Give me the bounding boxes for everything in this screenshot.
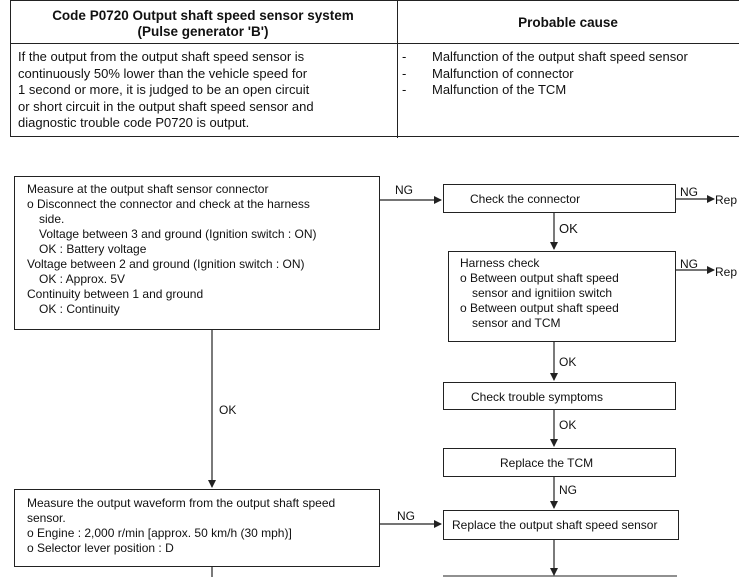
- measure-waveform-box: Measure the output waveform from the out…: [14, 489, 380, 567]
- harness-check-box: Harness check o Between output shaft spe…: [448, 251, 676, 342]
- description-line: If the output from the output shaft spee…: [18, 49, 305, 64]
- ok-label: OK: [559, 221, 578, 236]
- header-code-line1: Code P0720 Output shaft speed sensor sys…: [52, 8, 354, 23]
- replace-sensor-label: Replace the output shaft speed sensor: [452, 518, 658, 532]
- ok-label: OK: [219, 403, 237, 417]
- check-connector-box: Check the connector: [443, 184, 676, 213]
- bullet-dash: -: [402, 49, 407, 64]
- bullet-dash: -: [402, 82, 407, 97]
- table-row-divider: [11, 43, 739, 44]
- measure-connector-line: o Disconnect the connector and check at …: [27, 197, 310, 211]
- replace-tcm-label: Replace the TCM: [500, 456, 594, 470]
- repair-label: Rep: [715, 265, 738, 279]
- table-column-divider: [397, 1, 398, 138]
- check-trouble-label: Check trouble symptoms: [471, 390, 604, 404]
- cause-item: - Malfunction of the output shaft speed s…: [396, 49, 688, 66]
- measure-connector-line: Voltage between 2 and ground (Ignition s…: [27, 257, 305, 271]
- cause-item: - Malfunction of the TCM: [396, 82, 688, 99]
- check-trouble-box: Check trouble symptoms: [443, 382, 676, 410]
- ng-label: NG: [680, 185, 698, 199]
- ok-label: OK: [559, 355, 577, 369]
- replace-tcm-box: Replace the TCM: [443, 448, 676, 477]
- cause-text: Malfunction of the output shaft speed se…: [432, 49, 688, 64]
- description-line: diagnostic trouble code P0720 is output.: [18, 115, 250, 130]
- measure-connector-line: OK : Battery voltage: [39, 242, 147, 256]
- measure-waveform-line: o Selector lever position : D: [27, 541, 174, 555]
- ng-label: NG: [395, 183, 413, 197]
- measure-connector-line: Measure at the output shaft sensor conne…: [27, 182, 269, 196]
- description-line: or short circuit in the output shaft spe…: [18, 98, 314, 114]
- ng-label: NG: [559, 483, 577, 497]
- harness-check-line: sensor and TCM: [472, 316, 561, 330]
- cause-item: - Malfunction of connector: [396, 66, 688, 83]
- measure-connector-line: OK : Approx. 5V: [39, 272, 126, 286]
- measure-connector-line: OK : Continuity: [39, 302, 120, 316]
- measure-connector-line: Continuity between 1 and ground: [27, 287, 204, 301]
- diagnosis-table: [10, 0, 739, 138]
- harness-check-line: sensor and ignitiion switch: [472, 286, 613, 300]
- cause-text: Malfunction of connector: [432, 65, 574, 81]
- measure-waveform-line: sensor.: [27, 511, 66, 525]
- description-line: continuously 50% lower than the vehicle …: [18, 65, 308, 81]
- ng-label: NG: [680, 257, 698, 271]
- harness-check-line: Harness check: [460, 256, 540, 270]
- measure-waveform-line: o Engine : 2,000 r/min [approx. 50 km/h …: [27, 526, 292, 540]
- measure-waveform-line: Measure the output waveform from the out…: [27, 496, 336, 510]
- measure-connector-line: Voltage between 3 and ground (Ignition s…: [39, 227, 317, 241]
- cause-list: - Malfunction of the output shaft speed s…: [396, 49, 688, 99]
- description-line: 1 second or more, it is judged to be an …: [18, 82, 310, 97]
- ng-label: NG: [397, 509, 415, 523]
- harness-check-line: o Between output shaft speed: [460, 271, 619, 285]
- cause-text: Malfunction of the TCM: [432, 82, 567, 97]
- check-connector-label: Check the connector: [470, 192, 581, 206]
- ok-label: OK: [559, 418, 577, 432]
- header-code-line2: (Pulse generator 'B'): [137, 24, 269, 39]
- repair-label: Rep: [715, 193, 738, 207]
- bullet-dash: -: [402, 65, 407, 81]
- table-header-code: Code P0720 Output shaft speed sensor sys…: [10, 8, 396, 40]
- table-header-cause: Probable cause: [518, 15, 618, 30]
- measure-connector-box: Measure at the output shaft sensor conne…: [14, 176, 380, 330]
- harness-check-line: o Between output shaft speed: [460, 301, 619, 315]
- replace-sensor-box: Replace the output shaft speed sensor: [443, 510, 679, 540]
- table-description: If the output from the output shaft spee…: [18, 49, 388, 132]
- measure-connector-line: side.: [39, 212, 65, 226]
